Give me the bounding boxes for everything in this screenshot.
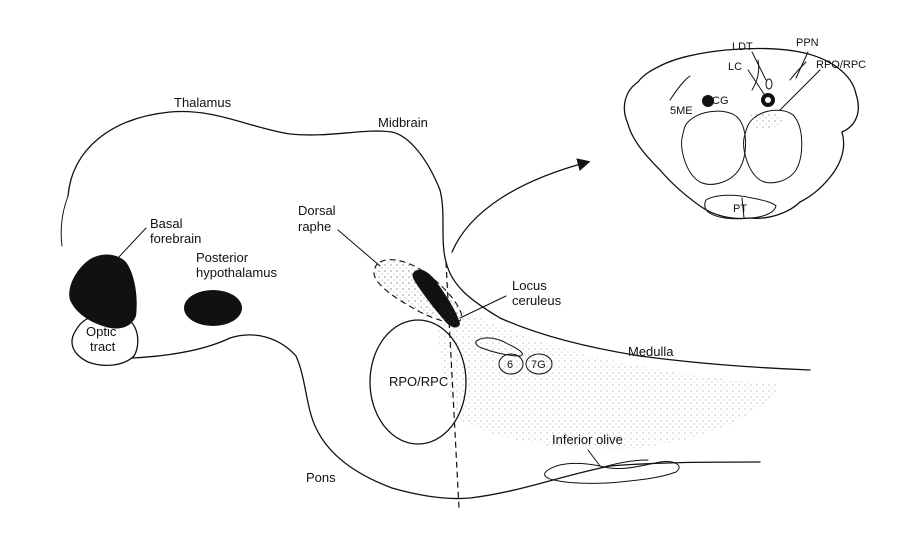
upper-contour xyxy=(67,110,811,371)
fiber-bundle xyxy=(475,337,523,357)
pons-label: Pons xyxy=(306,470,336,485)
inset-tract-left xyxy=(669,75,691,101)
tegmentum-stipple xyxy=(438,300,780,450)
inset-pt-label: PT xyxy=(733,203,747,215)
brain-outline xyxy=(60,110,811,500)
inset-rpo-label: RPO/RPC xyxy=(816,59,866,71)
inset-5me-label: 5ME xyxy=(670,105,693,117)
optic-tract-shape xyxy=(71,313,139,367)
rpo-rpc-label: RPO/RPC xyxy=(389,374,448,389)
optic-tract-label: Optic tract xyxy=(86,324,120,354)
midbrain-label: Midbrain xyxy=(378,115,428,130)
inset-pt-shape xyxy=(704,194,777,220)
inferior-olive-label: Inferior olive xyxy=(552,432,623,447)
inset-ldt-leader xyxy=(751,51,767,81)
inset-pt-divider xyxy=(741,197,745,219)
posterior-hypothalamus-label: Posterior hypothalamus xyxy=(196,250,277,280)
inset-ppn-leader xyxy=(795,51,809,79)
nucleus-6-shape xyxy=(498,353,524,375)
section-arrow xyxy=(451,158,591,253)
inset-lc-right-core xyxy=(765,97,771,103)
dorsal-raphe-leader xyxy=(337,229,381,267)
inset-cross-section: LDT PPN LC RPO/RPC CG 5ME PT xyxy=(623,37,866,220)
inset-lc-leader xyxy=(747,69,765,95)
inset-ldt-label: LDT xyxy=(732,41,753,53)
dorsal-raphe-label: Dorsal raphe xyxy=(298,203,339,234)
lower-contour xyxy=(131,334,761,500)
nucleus-6-label: 6 xyxy=(507,359,513,371)
inset-tract-right xyxy=(789,61,807,81)
inferior-olive-inner xyxy=(599,459,649,469)
inset-ldt-oval xyxy=(765,78,773,90)
inset-lc-label: LC xyxy=(728,61,742,73)
section-plane-line xyxy=(445,261,460,509)
inset-cg-label: CG xyxy=(712,95,729,107)
inset-outline xyxy=(623,47,859,220)
inset-tract-mid xyxy=(751,59,760,91)
inset-left-mass xyxy=(681,110,746,185)
basal-forebrain-leader xyxy=(117,227,147,259)
locus-ceruleus-label: Locus ceruleus xyxy=(512,278,562,308)
nucleus-7g-label: 7G xyxy=(531,359,546,371)
basal-forebrain-region xyxy=(69,254,137,329)
rpo-rpc-shape xyxy=(369,319,467,445)
inset-ppn-label: PPN xyxy=(796,37,819,49)
inset-lc-left-dot xyxy=(702,95,714,107)
basal-forebrain-label: Basal forebrain xyxy=(150,216,201,246)
posterior-hypothalamus-region xyxy=(184,290,242,326)
thalamus-label: Thalamus xyxy=(174,95,232,110)
frontal-stub xyxy=(60,195,69,247)
inset-rpo-leader xyxy=(779,69,821,111)
medulla-label: Medulla xyxy=(628,344,674,359)
nucleus-7g-shape xyxy=(525,353,553,375)
inset-rpo-area xyxy=(748,112,786,129)
inset-right-mass xyxy=(743,109,803,184)
inferior-olive-leader xyxy=(587,449,601,467)
